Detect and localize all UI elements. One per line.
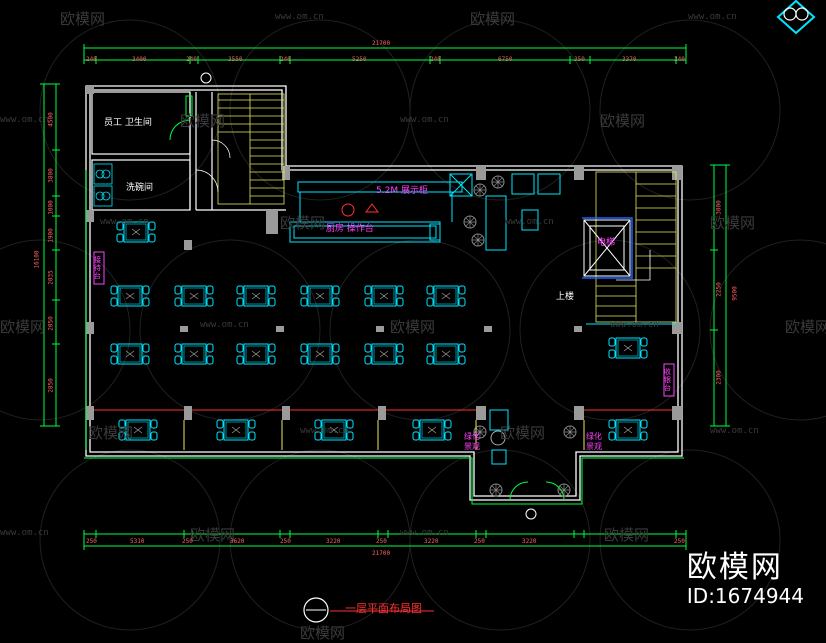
watermark-brand: 欧模网 [180, 112, 226, 130]
dim-top-seg: 240 [430, 56, 441, 63]
watermark-url: www.om.cn [710, 426, 759, 436]
watermark-brand: 欧模网 [500, 424, 546, 442]
customer-stair [595, 171, 677, 323]
dim-left-seg: 1900 [47, 228, 55, 243]
green-edge [84, 170, 684, 505]
room-label-staff-toilet: 员工 卫生间 [104, 118, 152, 128]
dim-top-total: 21700 [372, 40, 391, 47]
watermark-brand: 欧模网 [0, 318, 46, 336]
kitchen-stoves [341, 203, 379, 217]
label-reception-right: 收银台 [664, 368, 671, 392]
dimension-lines [40, 44, 730, 550]
label-reception-left: 接待台 [94, 256, 101, 280]
watermark-brand: 欧模网 [390, 318, 436, 336]
dim-right-seg: 2300 [715, 370, 723, 385]
outer-walls [85, 85, 683, 501]
dim-top-seg: 3550 [228, 56, 243, 63]
dim-top-seg: 3400 [132, 56, 147, 63]
window-posts [183, 420, 585, 450]
dim-left-seg: 2050 [47, 316, 55, 331]
entry-symbol [200, 72, 537, 520]
drawing-title: 一层平面布局图 [345, 602, 422, 615]
brand-corner: 欧模网 ID:1674944 [686, 550, 804, 609]
watermark-brand: 欧模网 [300, 624, 346, 642]
column-markers [180, 326, 582, 332]
watermark-url: www.om.cn [300, 426, 349, 436]
dim-right-seg: 2250 [715, 282, 723, 297]
dim-left-seg: 2850 [47, 378, 55, 393]
watermark-url: www.om.cn [200, 320, 249, 330]
brand-id: ID:1674944 [686, 584, 804, 608]
dim-top-seg: 5250 [352, 56, 367, 63]
dim-bottom-seg: 250 [280, 538, 291, 545]
dim-bottom-seg: 250 [376, 538, 387, 545]
reception-stands [93, 251, 675, 397]
dim-bottom-total: 21700 [372, 550, 391, 557]
watermark-brand: 欧模网 [600, 112, 646, 130]
elevator-shaft [583, 219, 631, 277]
room-label-dish-room: 洗碗间 [126, 183, 154, 193]
dim-top-seg: 240 [86, 56, 97, 63]
dim-bottom-seg: 250 [674, 538, 685, 545]
dim-top-seg: 240 [280, 56, 291, 63]
watermark-brand: 欧模网 [785, 318, 826, 336]
label-stairs-up: 上楼 [556, 292, 575, 302]
label-kitchen-counter: 厨房 操作台 [326, 224, 374, 234]
dim-top-seg: 6750 [498, 56, 513, 63]
dim-left-seg: 1000 [47, 200, 55, 215]
watermark-url: www.om.cn [100, 217, 149, 227]
title-marker [303, 597, 434, 623]
dim-left-seg: 2035 [47, 270, 55, 285]
logo-icon [776, 0, 816, 34]
watermark-url: www.om.cn [275, 12, 324, 22]
label-elevator: 电梯 [597, 238, 616, 248]
dim-left-seg: 4500 [47, 112, 55, 127]
watermark-url: www.om.cn [400, 115, 449, 125]
stair-railing [582, 217, 633, 279]
watermark-url: www.om.cn [688, 12, 737, 22]
watermark-url: www.om.cn [610, 320, 659, 330]
kitchen-counter [289, 181, 463, 243]
watermark-brand: 欧模网 [88, 424, 134, 442]
dim-bottom-seg: 250 [182, 538, 193, 545]
dim-right-total: 9500 [731, 286, 739, 301]
dim-bottom-seg: 250 [86, 538, 97, 545]
structural-columns [86, 86, 682, 420]
dim-bottom-seg: 5310 [130, 538, 145, 545]
watermark-brand: 欧模网 [710, 214, 756, 232]
brand-name: 欧模网 [686, 550, 783, 585]
dim-bottom-seg: 3620 [230, 538, 245, 545]
dim-left-seg: 3800 [47, 168, 55, 183]
kitchen-equipment [449, 173, 561, 251]
label-display-counter: 5.2M 展示柜 [376, 186, 428, 196]
toilet-fixtures [93, 163, 113, 207]
staff-stair [217, 93, 285, 205]
watermark-brand: 欧模网 [470, 10, 516, 28]
dim-top-seg: 350 [574, 56, 585, 63]
toilet-partition [169, 95, 193, 141]
dim-bottom-seg: 3220 [326, 538, 341, 545]
dim-bottom-seg: 250 [474, 538, 485, 545]
watermark-url: www.om.cn [0, 528, 49, 538]
watermark-url: www.om.cn [505, 217, 554, 227]
dim-bottom-seg: 3220 [522, 538, 537, 545]
dim-top-seg: 240 [186, 56, 197, 63]
label-green-right: 绿化 景观 [586, 432, 602, 451]
dim-right-seg: 3000 [715, 200, 723, 215]
watermark-url: www.om.cn [400, 528, 449, 538]
watermark-brand: 欧模网 [60, 10, 106, 28]
entrance-screen [489, 409, 509, 465]
watermark-brand: 欧模网 [190, 526, 236, 544]
dim-top-seg: 240 [674, 56, 685, 63]
watermark-url: www.om.cn [0, 115, 49, 125]
door-swings [195, 139, 231, 193]
watermark-brand: 欧模网 [604, 526, 650, 544]
dim-bottom-seg: 3220 [424, 538, 439, 545]
dim-top-seg: 3370 [622, 56, 637, 63]
watermark-brand: 欧模网 [280, 214, 326, 232]
label-green-left: 绿化 景观 [464, 432, 480, 451]
dim-left-total: 16100 [33, 250, 41, 269]
